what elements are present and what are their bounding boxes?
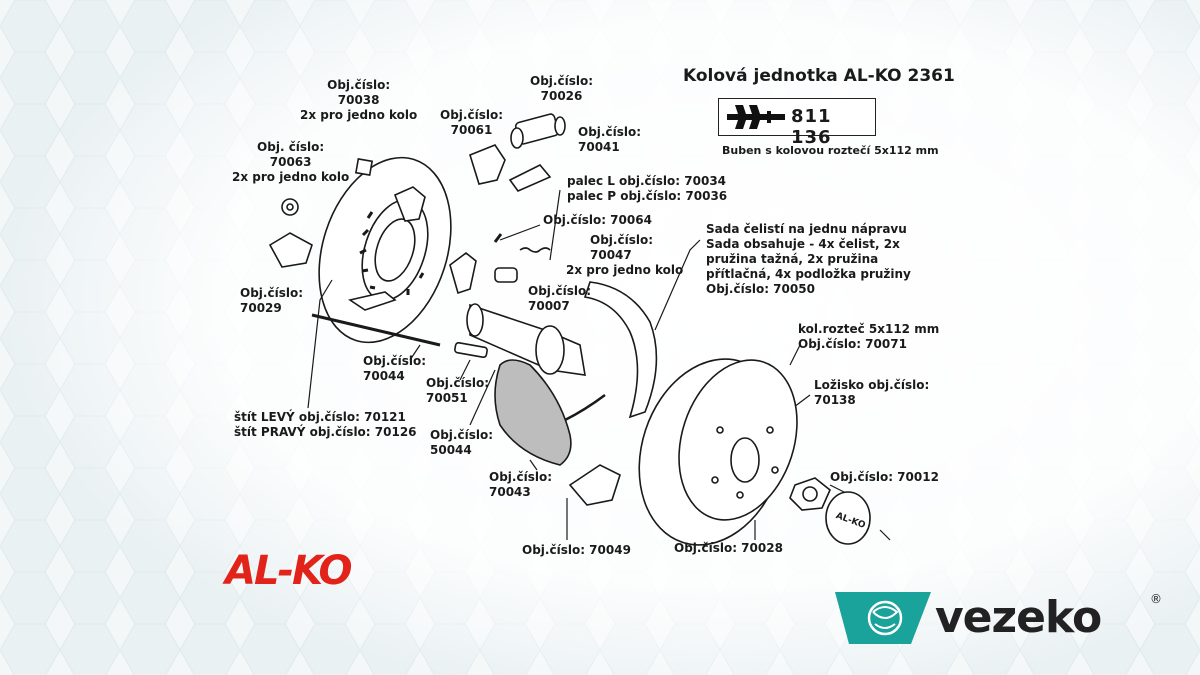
label-70012: Obj.číslo: 70012 [830,470,939,484]
part-70038 [354,157,374,177]
part-70029 [268,232,313,268]
part-70051 [454,341,488,359]
label-70026: Obj.číslo:70026 [530,74,593,103]
drum-note: Buben s kolovou roztečí 5x112 mm [722,144,939,157]
label-70049: Obj.číslo: 70049 [522,543,631,557]
alko-logo: AL-KO [225,548,352,594]
page-title: Kolová jednotka AL-KO 2361 [683,66,955,86]
label-70061: Obj.číslo:70061 [440,108,503,137]
hub-cap-70012 [825,491,871,545]
hub-nut [789,477,831,511]
part-70041 [508,164,552,192]
part-70049 [568,464,621,506]
wheel-cylinder-70026 [510,113,566,149]
label-70029: Obj.číslo:70029 [240,286,303,315]
part-70034 [449,251,477,295]
part-70007 [494,267,518,283]
brake-shoe-50044 [494,359,572,466]
part-70061 [469,144,506,185]
vezeko-wordmark: vezeko [935,592,1102,643]
label-70064: Obj.číslo: 70064 [543,213,652,227]
axle-stub [466,303,586,376]
label-70044: Obj.číslo:70044 [363,354,426,383]
leader-lines [289,160,891,541]
vezeko-logo: vezeko ® [835,590,1165,646]
spring-70047 [519,247,551,253]
code-number: 811 136 [791,106,832,148]
vezeko-mark-icon [835,592,931,644]
label-70051: Obj.číslo:70051 [426,376,489,405]
label-70007: Obj.číslo:70007 [528,284,591,313]
label-70028: Obj.číslo: 70028 [674,541,783,555]
label-70041: Obj.číslo:70041 [578,125,641,154]
spring-lower [564,393,606,422]
label-70138: Ložisko obj.číslo:70138 [814,378,930,407]
brake-shoe-upper [583,281,658,419]
label-70043: Obj.číslo:70043 [489,470,552,499]
axle-symbol-icon [727,105,785,129]
part-70044 [311,313,441,347]
registered-mark: ® [1150,592,1162,606]
part-70063 [281,198,299,216]
code-box: 811 136 [718,98,876,148]
backing-plate [318,156,452,344]
label-50044: Obj.číslo:50044 [430,428,493,457]
brake-drum-70028 [638,358,798,546]
